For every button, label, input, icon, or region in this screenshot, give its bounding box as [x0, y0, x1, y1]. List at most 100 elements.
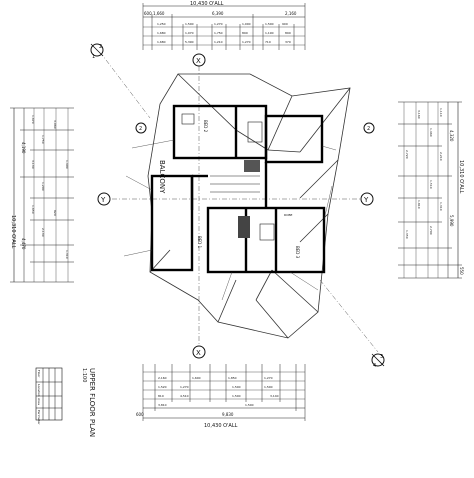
svg-text:1,250: 1,250 — [157, 22, 166, 26]
svg-text:3,160: 3,160 — [417, 110, 421, 119]
left-dimension-chains: 10,310 O'ALL 4,190 4,470 1,670 3,130 1,6… — [10, 107, 74, 283]
svg-text:1,400: 1,400 — [65, 160, 69, 169]
svg-text:900: 900 — [282, 22, 288, 26]
section-marker-4-label: 4 — [373, 363, 376, 369]
grid-bubble-top-label: X — [196, 57, 201, 65]
svg-text:1,600: 1,600 — [192, 376, 201, 380]
svg-text:1,070: 1,070 — [185, 31, 194, 35]
svg-text:1,680: 1,680 — [157, 40, 166, 44]
svg-text:1,680: 1,680 — [157, 31, 166, 35]
left-dim-a: 4,190 — [21, 142, 26, 154]
roof-outline — [147, 73, 351, 339]
svg-text:3,060: 3,060 — [53, 120, 57, 129]
top-dimension-chains: 10,430 O'ALL 1,660 6,390 2,160 600 1,250… — [142, 1, 306, 50]
svg-text:5,390: 5,390 — [185, 40, 194, 44]
grid-bubble-bottom-label: X — [196, 349, 201, 357]
bottom-dimension-chains: 10,430 O'ALL 9,830 600 3,140 1,500 4,510… — [136, 364, 306, 429]
svg-text:1,520: 1,520 — [158, 385, 167, 389]
bottom-dim-d: 1,500 — [232, 385, 241, 389]
room-bed2-label: BED 2 — [203, 120, 208, 133]
svg-text:2,130: 2,130 — [41, 228, 45, 237]
section-marker-left: 2 — [135, 122, 147, 134]
room-robe-label: ROBE — [284, 213, 293, 217]
grid-bubble-top: X — [192, 53, 206, 67]
table-header-location: Location — [37, 384, 41, 397]
area-table: Floor Location Area Perimeter — [35, 367, 63, 425]
bottom-overall-dim: 10,430 O'ALL — [204, 423, 238, 429]
svg-text:1,200: 1,200 — [41, 182, 45, 191]
table-header-area: Area — [37, 398, 41, 405]
svg-text:1,000: 1,000 — [242, 22, 251, 26]
bottom-dim-a: 9,830 — [222, 412, 234, 417]
section-marker-3-label: 3 — [380, 354, 383, 360]
title-main: UPPER FLOOR PLAN — [88, 368, 96, 437]
bottom-dim-e: 4,510 — [180, 394, 189, 398]
bottom-dim-c: 3,140 — [270, 394, 279, 398]
svg-text:820: 820 — [53, 210, 57, 216]
svg-text:1,310: 1,310 — [439, 202, 443, 211]
svg-text:1,810: 1,810 — [417, 200, 421, 209]
svg-text:1,500: 1,500 — [245, 403, 254, 407]
svg-text:1,210: 1,210 — [214, 40, 223, 44]
top-dim-b: 6,390 — [212, 11, 224, 16]
top-dim-d: 600 — [144, 11, 152, 16]
room-bed3-label: BED 3 — [295, 246, 300, 259]
title-scale: 1:100 — [81, 368, 87, 382]
svg-text:1,500: 1,500 — [232, 394, 241, 398]
table-header-perimeter: Perimeter — [37, 410, 41, 425]
drawing-title: UPPER FLOOR PLAN 1:100 — [81, 368, 96, 437]
right-dim-a: 4,320 — [449, 130, 454, 142]
svg-text:1,650: 1,650 — [31, 205, 35, 214]
top-dim-a: 1,660 — [153, 11, 165, 16]
svg-text:710: 710 — [265, 40, 271, 44]
svg-text:1,670: 1,670 — [31, 115, 35, 124]
section-marker-right-label: 2 — [367, 126, 370, 132]
room-bed1-label: BED 1 — [197, 236, 202, 249]
svg-text:2,700: 2,700 — [429, 226, 433, 235]
left-dim-b: 4,470 — [21, 238, 26, 250]
svg-text:1,110: 1,110 — [439, 108, 443, 117]
right-dimension-chains: 10,310 O'ALL 4,320 5,990 550 1,110 2,210… — [398, 101, 464, 279]
svg-text:1,510: 1,510 — [429, 180, 433, 189]
annotation-leaders — [123, 139, 337, 301]
svg-text:1,460: 1,460 — [429, 128, 433, 137]
room-balcony-label: BALCONY — [158, 160, 166, 194]
svg-text:3,810: 3,810 — [158, 403, 167, 407]
right-overall-dim: 10,310 O'ALL — [458, 160, 464, 194]
bottom-dim-b: 600 — [136, 412, 144, 417]
svg-text:1,270: 1,270 — [242, 40, 251, 44]
section-marker-top-left: 1 2 — [90, 43, 104, 60]
svg-text:810: 810 — [158, 394, 164, 398]
right-dim-b: 5,990 — [449, 215, 454, 227]
section-marker-2-label: 2 — [99, 44, 102, 50]
svg-text:370: 370 — [285, 40, 291, 44]
room-labels: BALCONY BED 1 BED 2 BED 3 ROBE — [158, 120, 300, 259]
svg-text:2,160: 2,160 — [158, 376, 167, 380]
svg-text:1,270: 1,270 — [264, 376, 273, 380]
top-overall-dim: 10,430 O'ALL — [190, 1, 224, 7]
section-marker-left-label: 2 — [139, 126, 142, 132]
section-marker-bottom-right: 3 4 — [371, 353, 385, 369]
svg-text:1,500: 1,500 — [264, 385, 273, 389]
table-header-floor: Floor — [37, 370, 41, 378]
svg-text:1,500: 1,500 — [185, 22, 194, 26]
svg-text:2,210: 2,210 — [439, 152, 443, 161]
svg-text:1,310: 1,310 — [65, 250, 69, 259]
right-dim-c: 550 — [459, 267, 464, 275]
svg-text:1,750: 1,750 — [214, 31, 223, 35]
svg-text:1,750: 1,750 — [41, 135, 45, 144]
grid-bubble-right-label: Y — [363, 196, 369, 204]
grid-bubble-left: Y — [97, 192, 111, 206]
svg-text:2,720: 2,720 — [405, 150, 409, 159]
svg-text:890: 890 — [285, 31, 291, 35]
grid-lines — [99, 51, 379, 353]
grid-bubble-bottom: X — [192, 345, 206, 359]
svg-text:1,190: 1,190 — [265, 31, 274, 35]
section-marker-right: 2 — [363, 122, 375, 134]
svg-text:1,850: 1,850 — [228, 376, 237, 380]
grid-bubble-left-label: Y — [100, 196, 106, 204]
left-overall-dim: 10,310 O'ALL — [10, 215, 16, 249]
grid-bubble-right: Y — [360, 192, 374, 206]
svg-text:3,130: 3,130 — [31, 160, 35, 169]
